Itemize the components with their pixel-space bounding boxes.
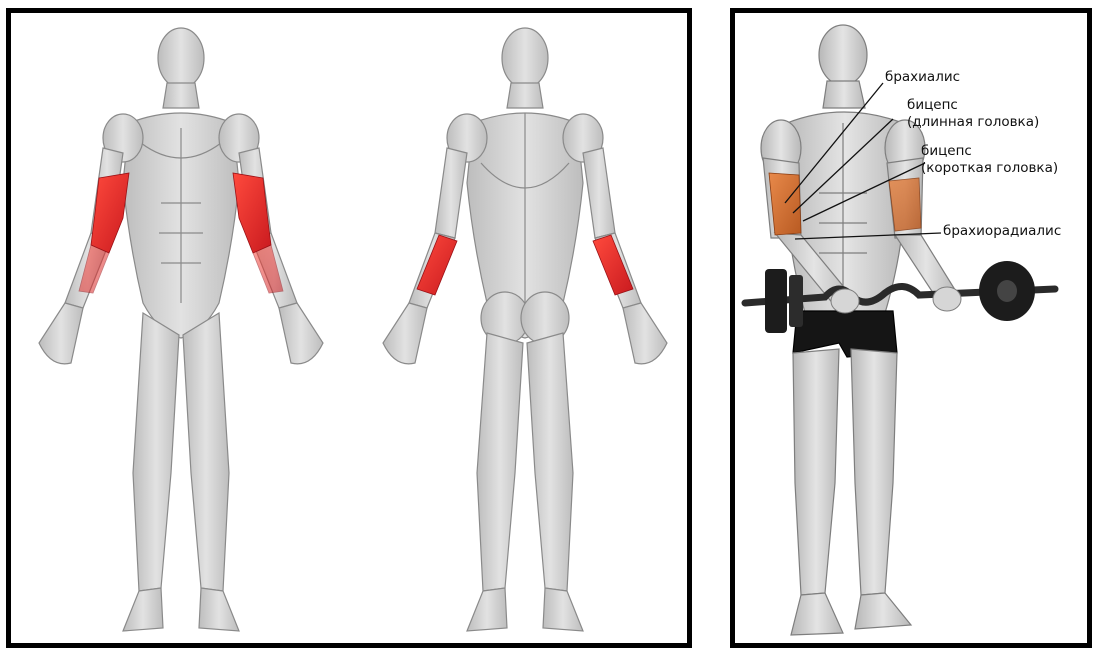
label-biceps-long-line2: (длинная головка) xyxy=(907,114,1039,131)
label-biceps-short-line1: бицепс xyxy=(921,143,1058,160)
front-figure xyxy=(39,28,323,631)
back-figure xyxy=(383,28,667,631)
label-biceps-short: бицепс (короткая головка) xyxy=(921,143,1058,177)
ez-barbell xyxy=(745,261,1055,333)
exercise-panel: брахиалис бицепс (длинная головка) бицеп… xyxy=(730,8,1092,648)
anatomy-panel xyxy=(6,8,692,648)
anatomy-figures xyxy=(11,13,687,643)
label-brachioradialis: брахиорадиалис xyxy=(943,223,1061,240)
label-biceps-short-line2: (короткая головка) xyxy=(921,160,1058,177)
label-biceps-long-line1: бицепс xyxy=(907,97,1039,114)
label-brachialis: брахиалис xyxy=(885,69,960,86)
label-biceps-long: бицепс (длинная головка) xyxy=(907,97,1039,131)
